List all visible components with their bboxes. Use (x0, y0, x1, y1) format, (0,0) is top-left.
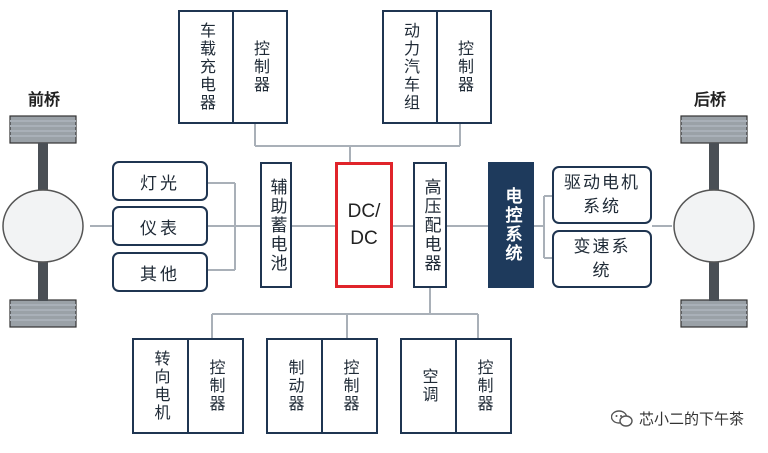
watermark-text: 芯小二的下午茶 (638, 410, 744, 428)
onboard-charger-controller: 控制器 (232, 12, 286, 122)
rear-axle-label: 后桥 (694, 90, 727, 109)
transmission-box: 变速系统 (552, 230, 652, 288)
brake-controller: 控制器 (321, 340, 376, 432)
dcdc-line1: DC/ (347, 201, 381, 222)
dcdc-line2: DC (350, 228, 378, 249)
lights-box: 灯光 (112, 161, 208, 201)
power-battery-device: 动力汽车组 (401, 22, 420, 112)
power-battery-controller: 控制器 (436, 12, 490, 122)
hv-distribution-box: 高压配电器 (413, 162, 447, 288)
others-box: 其他 (112, 252, 208, 292)
brake-device: 制动器 (285, 359, 305, 413)
steering-motor-controller: 控制器 (187, 340, 242, 432)
front-axle-graphic (2, 115, 84, 328)
onboard-charger-device: 车载充电器 (197, 22, 216, 112)
steering-motor-box: 转向电机 控制器 (132, 338, 244, 434)
air-conditioner-device: 空调 (419, 368, 439, 404)
drive-motor-box: 驱动电机系统 (552, 166, 652, 224)
instruments-box: 仪表 (112, 206, 208, 246)
auxiliary-battery-box: 辅助蓄电池 (260, 162, 292, 288)
watermark: 芯小二的下午茶 (610, 408, 744, 429)
power-battery-box: 动力汽车组 控制器 (382, 10, 492, 124)
dcdc-converter-box: DC/ DC (335, 162, 393, 288)
electronic-control-box: 电控系统 (488, 162, 534, 288)
air-conditioner-controller: 控制器 (455, 340, 510, 432)
brake-box: 制动器 控制器 (266, 338, 378, 434)
steering-motor-device: 转向电机 (151, 350, 171, 422)
air-conditioner-box: 空调 控制器 (400, 338, 512, 434)
onboard-charger-box: 车载充电器 控制器 (178, 10, 288, 124)
wechat-icon (610, 409, 633, 427)
rear-axle-graphic (673, 115, 755, 328)
front-axle-label: 前桥 (28, 90, 61, 109)
